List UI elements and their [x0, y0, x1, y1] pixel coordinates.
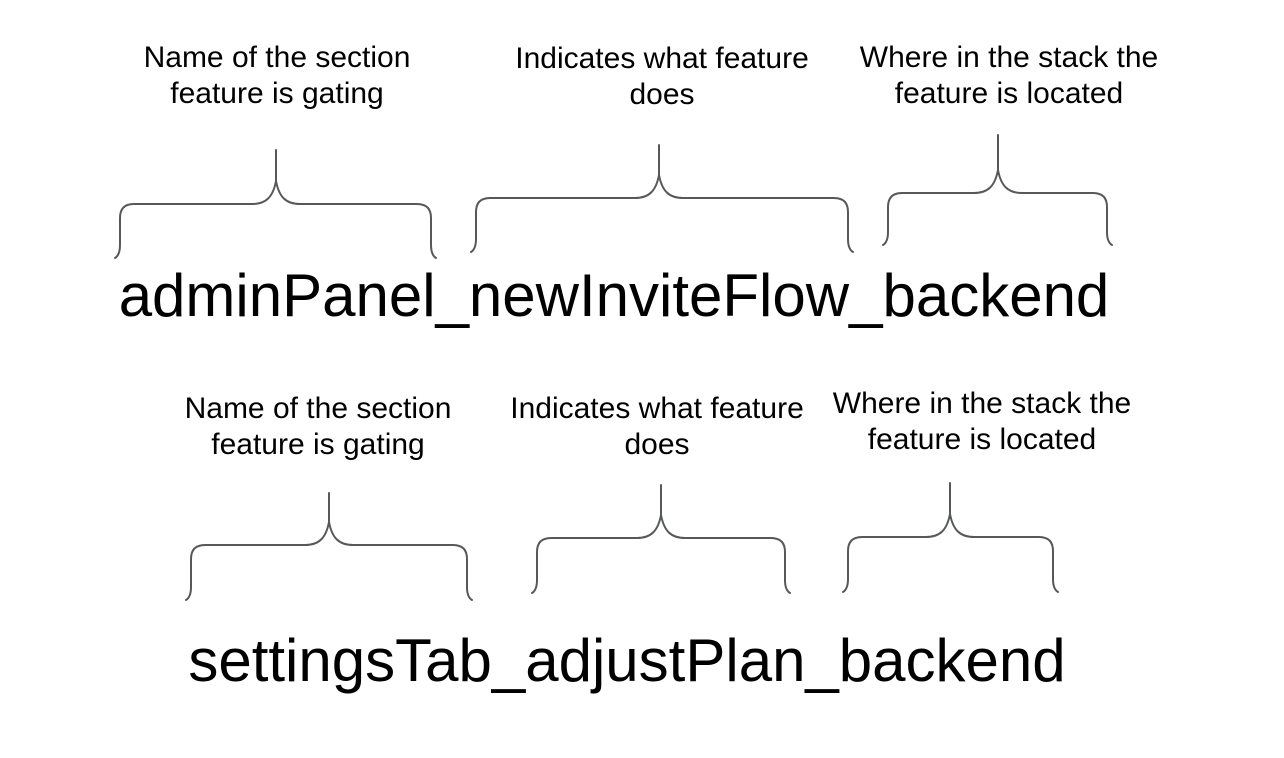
curly-brace-icon-top-stack — [882, 134, 1113, 246]
annotation-line: feature is gating — [211, 428, 425, 461]
curly-brace-icon-top-feature — [470, 144, 854, 253]
curly-brace-icon-top-section — [114, 149, 437, 259]
annotation-line: feature is gating — [170, 77, 384, 110]
annotation-bottom-section: Name of the section feature is gating — [185, 391, 452, 463]
curly-brace-icon-bottom-stack — [842, 482, 1059, 593]
annotation-bottom-stack: Where in the stack the feature is locate… — [833, 386, 1131, 458]
annotation-line: Where in the stack the — [859, 41, 1159, 74]
annotation-bottom-feature: Indicates what feature does — [510, 391, 804, 463]
curly-brace-icon-bottom-section — [185, 492, 473, 601]
annotation-line: Name of the section — [184, 392, 452, 425]
annotation-line: feature is located — [894, 77, 1124, 110]
annotation-line: does — [629, 78, 695, 111]
annotation-line: does — [624, 428, 690, 461]
annotation-top-feature: Indicates what feature does — [515, 41, 809, 113]
annotation-top-section: Name of the section feature is gating — [144, 40, 411, 112]
annotation-line: Where in the stack the — [832, 387, 1132, 420]
annotation-line: Indicates what feature — [515, 42, 809, 75]
annotation-top-stack: Where in the stack the feature is locate… — [860, 40, 1158, 112]
flag-name-admin-panel: adminPanel_newInviteFlow_backend — [118, 262, 1110, 329]
curly-brace-icon-bottom-feature — [531, 484, 791, 594]
annotation-line: Name of the section — [143, 41, 411, 74]
flag-name-settings-tab: settingsTab_adjustPlan_backend — [188, 627, 1066, 694]
annotation-line: Indicates what feature — [510, 392, 804, 425]
annotation-line: feature is located — [867, 423, 1097, 456]
